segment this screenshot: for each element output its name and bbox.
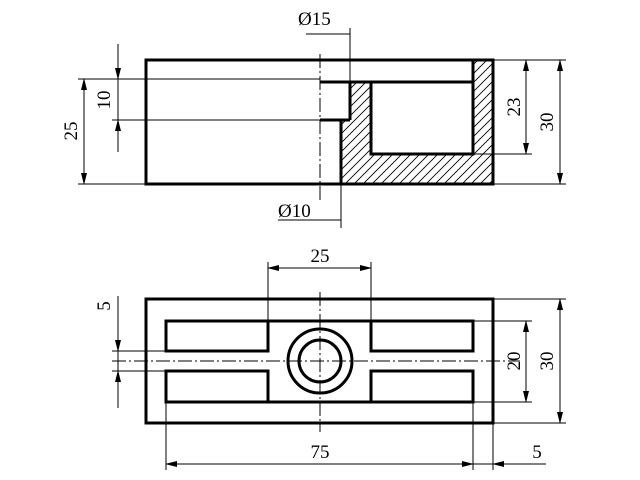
- hatch-line: [341, 60, 493, 184]
- hatch-line: [459, 60, 493, 184]
- pocket-outline: [369, 80, 475, 156]
- hatch-line: [341, 60, 355, 184]
- hatch-line: [341, 60, 418, 184]
- inner-cavity-outline: [164, 319, 270, 353]
- hatch-line: [414, 60, 493, 184]
- hatch-line: [342, 60, 493, 184]
- hatch-line: [360, 60, 493, 184]
- dim-counterbore-depth-label: 10: [94, 91, 115, 110]
- dim-pocket-depth-label: 23: [504, 98, 525, 117]
- dim-bore-small: Ø10: [278, 184, 342, 228]
- dim-wall-thickness: 5: [473, 423, 546, 470]
- dim-edge-offset: 5: [94, 296, 166, 408]
- dim-pocket-depth: 23: [473, 59, 566, 155]
- top-view: 25 5 75 5 20: [94, 246, 566, 470]
- dim-bore-small-label: Ø10: [278, 201, 311, 222]
- hatch-line: [341, 60, 493, 184]
- hatch-line: [432, 60, 493, 184]
- hatch-line: [341, 60, 436, 184]
- dim-height-right-label: 30: [537, 113, 558, 132]
- hatch-line: [505, 40, 640, 240]
- dim-overall-width: 30: [493, 298, 566, 424]
- dim-inner-length-label: 75: [311, 442, 330, 463]
- hatch-line: [496, 40, 640, 240]
- hatch-line: [369, 60, 493, 184]
- hatch-line: [486, 60, 493, 184]
- hatch-line: [514, 40, 640, 240]
- dim-counterbore-depth: 10: [94, 44, 320, 152]
- dim-height-left-label: 25: [61, 122, 82, 141]
- hatch-line: [351, 60, 493, 184]
- hatch-line: [341, 60, 490, 184]
- dim-wall-thickness-label: 5: [532, 442, 542, 463]
- dim-slot-width: 25: [267, 246, 372, 321]
- dim-height-right: 30: [493, 59, 566, 185]
- hatch-line: [341, 60, 364, 184]
- dim-slot-width-label: 25: [311, 246, 330, 267]
- hatch-line: [387, 60, 493, 184]
- hatch-line: [396, 60, 493, 184]
- hatch-line: [341, 60, 493, 184]
- hatch-line: [468, 60, 493, 184]
- hatch-line: [100, 40, 300, 240]
- dim-edge-offset-label: 5: [94, 301, 115, 311]
- dim-inner-width-label: 20: [504, 352, 525, 371]
- dim-bore-large-label: Ø15: [298, 9, 331, 30]
- hatch-line: [477, 60, 493, 184]
- dim-inner-width: 20: [473, 320, 532, 403]
- hatch-line: [341, 60, 445, 184]
- hatch-line: [341, 60, 346, 184]
- dim-overall-width-label: 30: [537, 352, 558, 371]
- hatch-line: [423, 60, 493, 184]
- hatch-line: [405, 60, 493, 184]
- dim-bore-large: Ø15: [298, 9, 351, 82]
- hatch-line: [378, 60, 493, 184]
- front-section-view: Ø15 Ø10 25 10 23: [61, 9, 640, 240]
- hatch-line: [341, 60, 427, 184]
- hatch-line: [341, 60, 493, 184]
- hatch-line: [341, 60, 493, 184]
- dim-inner-length: 75: [165, 402, 474, 470]
